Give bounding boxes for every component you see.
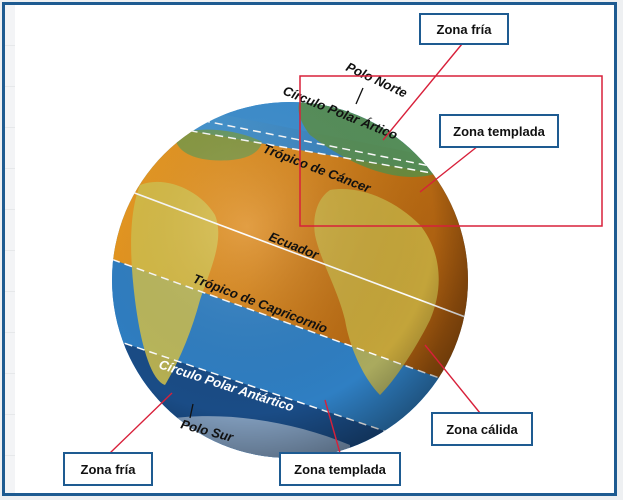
north-pole-tick: [355, 87, 364, 105]
left-scroll-strip: [5, 5, 15, 493]
polo-norte-label: Polo Norte: [344, 59, 410, 100]
globe-shading: [112, 102, 468, 458]
svg-text:Zona fría: Zona fría: [81, 462, 137, 477]
svg-text:Zona cálida: Zona cálida: [446, 422, 518, 437]
label-zona-calida: Zona cálida: [431, 412, 533, 446]
leader-lines: [109, 43, 481, 454]
label-zona-fria-bottom: Zona fría: [63, 452, 153, 486]
label-zona-fria-top: Zona fría: [419, 13, 509, 45]
svg-text:Zona templada: Zona templada: [453, 124, 546, 139]
temperate-highlight-box: [299, 75, 603, 227]
south-pole-tick: [189, 403, 194, 419]
label-zona-templada-top: Zona templada: [439, 114, 559, 148]
svg-text:Zona fría: Zona fría: [437, 22, 493, 37]
label-zona-templada-bottom: Zona templada: [279, 452, 401, 486]
svg-text:Zona templada: Zona templada: [294, 462, 387, 477]
